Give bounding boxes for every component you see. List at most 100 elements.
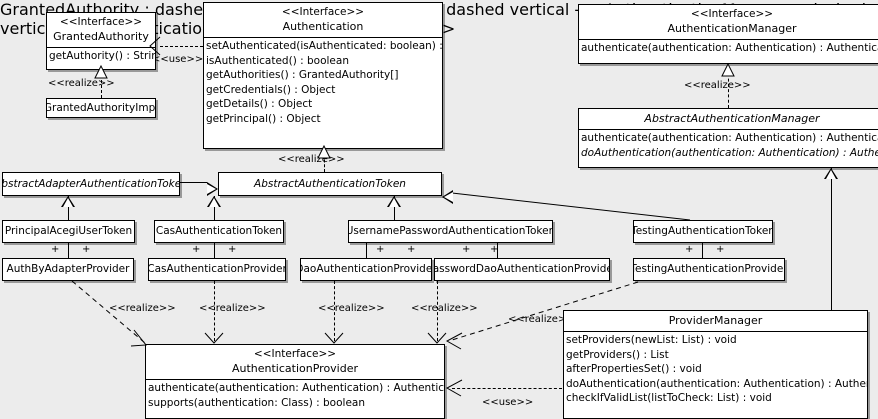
class-name: AuthenticationManager [667, 22, 797, 35]
class-name: TestingAuthenticationProvider [633, 263, 785, 275]
class-member: getAuthorities() : GrantedAuthority[] [206, 69, 399, 82]
generalization-line-testingauthenticationtoken [451, 192, 691, 221]
edge-label-use-grantedauthority: <<use>> [152, 54, 204, 65]
class-box-auth-by-adapter-provider[interactable]: AuthByAdapterProvider [2, 258, 134, 281]
dependency-line-providermanager-to-authenticationprovider [452, 388, 562, 389]
generalization-line-adaptertoken [180, 182, 207, 183]
class-name: GrantedAuthorityImpl [46, 101, 156, 114]
class-name: PrincipalAcegiUserToken [4, 225, 133, 237]
multiplicity-plus: + [228, 244, 237, 255]
class-header-username-password-authentication-token: UsernamePasswordAuthenticationToken [349, 221, 552, 242]
realization-line-abstractauthenticationmanager [728, 68, 729, 108]
class-members-provider-manager: setProviders(newList: List) : void getPr… [564, 332, 867, 407]
multiplicity-plus: + [685, 244, 694, 255]
class-box-granted-authority-impl[interactable]: GrantedAuthorityImpl [46, 98, 156, 118]
link-line-usernamepasswordtoken-passworddaoauthenticationprovider [497, 243, 498, 258]
edge-label-realize-daoauthenticationprovider: <<realize>> [318, 303, 385, 314]
class-box-abstract-authentication-manager[interactable]: AbstractAuthenticationManager authentica… [578, 108, 878, 168]
class-header-granted-authority: <<Interface>> GrantedAuthority [47, 13, 155, 48]
generalization-line-usernamepasswordauthenticationtoken [394, 196, 395, 220]
class-members-authentication: setAuthenticated(isAuthenticated: boolea… [204, 38, 442, 128]
class-member: authenticate(authentication: Authenticat… [148, 382, 445, 394]
class-header-abstract-authentication-manager: AbstractAuthenticationManager [579, 109, 878, 130]
class-header-authentication: <<Interface>> Authentication [204, 3, 442, 38]
class-name: CasAuthenticationProvider [148, 263, 286, 275]
class-box-abstract-adapter-authentication-token[interactable]: AbstractAdapterAuthenticationToken [2, 172, 180, 196]
class-header-dao-authentication-provider: DaoAuthenticationProvider [301, 259, 431, 280]
class-stereotype: <<Interface>> [59, 16, 143, 28]
realization-line-casauthenticationprovider [214, 281, 215, 341]
edge-label-realize-authbyadapterprovider: <<realize>> [109, 303, 176, 314]
class-box-dao-authentication-provider[interactable]: DaoAuthenticationProvider [300, 258, 432, 281]
generalization-arrowhead-principalacegiusertoken [61, 196, 75, 207]
class-member: checkIfValidList(listToCheck: List) : vo… [566, 392, 772, 405]
class-header-cas-authentication-token: CasAuthenticationToken [155, 221, 283, 242]
edge-label-realize-casauthenticationprovider: <<realize>> [199, 303, 266, 314]
class-box-authentication[interactable]: <<Interface>> Authentication setAuthenti… [203, 2, 443, 149]
class-box-cas-authentication-token[interactable]: CasAuthenticationToken [154, 220, 284, 243]
class-name: AuthByAdapterProvider [6, 263, 130, 275]
realization-line-daoauthenticationprovider [334, 281, 335, 341]
multiplicity-plus: + [82, 244, 91, 255]
class-header-testing-authentication-provider: TestingAuthenticationProvider [634, 259, 784, 280]
class-name: AbstractAuthenticationToken [254, 177, 406, 190]
link-line-casauthenticationtoken-casauthenticationprovider [214, 243, 215, 258]
class-stereotype: <<Interface>> [253, 348, 337, 360]
class-member: getCredentials() : Object [206, 83, 336, 96]
class-name: PasswordDaoAuthenticationProvider [434, 263, 610, 275]
class-members-authentication-provider: authenticate(authentication: Authenticat… [146, 380, 444, 411]
arrowhead-realize-testingprovider [445, 332, 463, 350]
class-members-granted-authority: getAuthority() : String [47, 48, 155, 65]
class-name: GrantedAuthority [53, 30, 149, 43]
class-header-password-dao-authentication-provider: PasswordDaoAuthenticationProvider [435, 259, 609, 280]
class-members-authentication-manager: authenticate(authentication: Authenticat… [579, 40, 878, 57]
class-box-granted-authority[interactable]: <<Interface>> GrantedAuthority getAuthor… [46, 12, 156, 70]
edge-label-realize-passworddaoauthenticationprovider: <<realize>> [411, 303, 478, 314]
class-member: setAuthenticated(isAuthenticated: boolea… [206, 40, 443, 52]
link-line-principalacegiusertoken-authbyadapterprovider [68, 243, 69, 258]
multiplicity-plus: + [376, 244, 385, 255]
class-header-principal-acegi-user-token: PrincipalAcegiUserToken [3, 221, 134, 242]
class-header-auth-by-adapter-provider: AuthByAdapterProvider [3, 259, 133, 280]
class-header-cas-authentication-provider: CasAuthenticationProvider [149, 259, 285, 280]
class-header-granted-authority-impl: GrantedAuthorityImpl [47, 99, 155, 117]
class-name: DaoAuthenticationProvider [300, 263, 432, 275]
generalization-arrowhead-testingauthenticationtoken [442, 190, 453, 204]
class-stereotype: <<Interface>> [281, 6, 365, 18]
edge-label-realize-abstractauthenticationtoken: <<realize>> [278, 154, 345, 165]
class-member: supports(authentication: Class) : boolea… [148, 396, 365, 409]
class-member: getPrincipal() : Object [206, 112, 321, 125]
generalization-arrowhead-usernamepasswordauthenticationtoken [387, 196, 401, 207]
class-member: doAuthentication(authentication: Authent… [581, 146, 878, 159]
class-box-abstract-authentication-token[interactable]: AbstractAuthenticationToken [218, 172, 442, 196]
class-header-abstract-adapter-authentication-token: AbstractAdapterAuthenticationToken [3, 173, 179, 195]
class-box-username-password-authentication-token[interactable]: UsernamePasswordAuthenticationToken [348, 220, 553, 243]
class-name: AbstractAdapterAuthenticationToken [2, 177, 180, 190]
class-box-testing-authentication-token[interactable]: TestingAuthenticationToken [633, 220, 773, 243]
class-box-testing-authentication-provider[interactable]: TestingAuthenticationProvider [633, 258, 785, 281]
realization-line-passworddaoauthenticationprovider [437, 281, 438, 341]
class-box-password-dao-authentication-provider[interactable]: PasswordDaoAuthenticationProvider [434, 258, 610, 281]
dependency-line-authentication-to-grantedauthority [160, 46, 203, 47]
class-header-authentication-manager: <<Interface>> AuthenticationManager [579, 5, 878, 40]
arrowhead-realize-authbyadapter [130, 329, 147, 347]
link-line-testingauthenticationtoken-testingauthenticationprovider [702, 243, 703, 258]
class-stereotype: <<Interface>> [690, 8, 774, 20]
class-name: Authentication [282, 20, 364, 33]
class-member: authenticate(authentication: Authenticat… [581, 132, 878, 144]
class-member: afterPropertiesSet() : void [566, 363, 702, 376]
class-box-cas-authentication-provider[interactable]: CasAuthenticationProvider [148, 258, 286, 281]
class-box-principal-acegi-user-token[interactable]: PrincipalAcegiUserToken [2, 220, 135, 243]
link-line-usernamepasswordtoken-daoauthenticationprovider [366, 243, 367, 258]
class-box-provider-manager[interactable]: ProviderManager setProviders(newList: Li… [563, 310, 868, 419]
class-box-authentication-manager[interactable]: <<Interface>> AuthenticationManager auth… [578, 4, 878, 64]
generalization-arrowhead-adaptertoken [207, 182, 218, 196]
class-member: authenticate(authentication: Authenticat… [581, 42, 878, 54]
class-box-authentication-provider[interactable]: <<Interface>> AuthenticationProvider aut… [145, 344, 445, 419]
generalization-line-principalacegiusertoken [68, 196, 69, 220]
class-member: getAuthority() : String [49, 50, 156, 62]
class-name: TestingAuthenticationToken [633, 225, 773, 237]
multiplicity-plus: + [716, 244, 725, 255]
class-member: isAuthenticated() : boolean [206, 54, 349, 67]
